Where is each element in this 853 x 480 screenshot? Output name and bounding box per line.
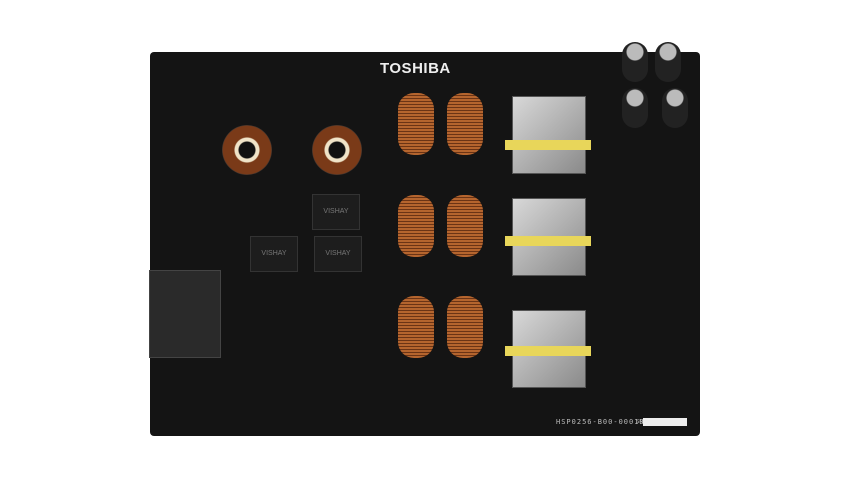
capacitor: [622, 88, 648, 128]
tape: [505, 346, 591, 356]
sn-label: SN: [636, 419, 643, 425]
inductor-coil: [447, 296, 483, 358]
capacitor: [622, 42, 648, 82]
inductor-coil: [398, 195, 434, 257]
serial-sticker: [643, 418, 687, 426]
toroid-inductor: [222, 125, 272, 175]
inductor-coil: [447, 195, 483, 257]
vishay-component: VISHAY: [314, 236, 362, 272]
board-serial: HSP0256-B00-0001B: [556, 418, 645, 426]
vishay-component: VISHAY: [312, 194, 360, 230]
heatsink: [512, 96, 586, 174]
vishay-component: VISHAY: [250, 236, 298, 272]
capacitor: [655, 42, 681, 82]
inductor-coil: [398, 93, 434, 155]
inductor-coil: [447, 93, 483, 155]
capacitor: [662, 88, 688, 128]
tape: [505, 236, 591, 246]
toroid-inductor: [312, 125, 362, 175]
inductor-coil: [398, 296, 434, 358]
transformer: [149, 270, 221, 358]
toshiba-logo: TOSHIBA: [380, 60, 451, 77]
tape: [505, 140, 591, 150]
